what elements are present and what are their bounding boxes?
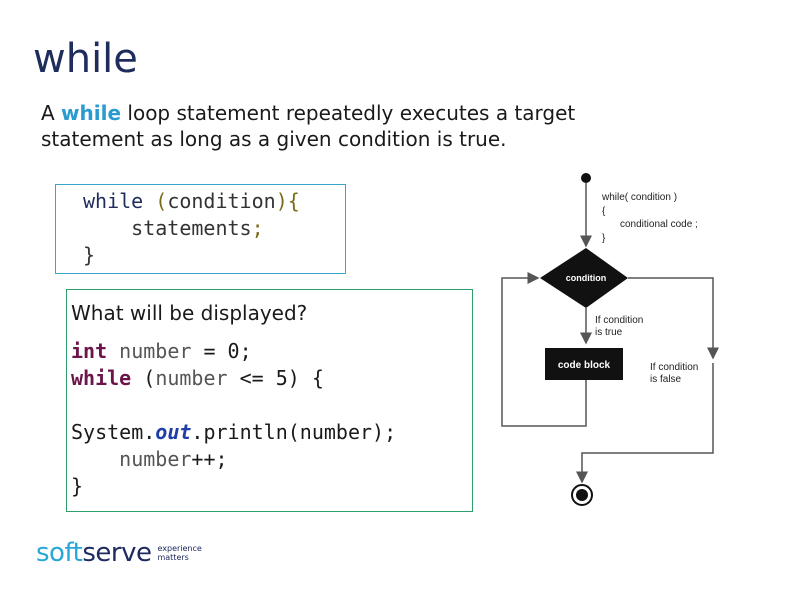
syntax-code-box: while (condition){ statements; } bbox=[55, 184, 346, 274]
code-close-brace: } bbox=[71, 474, 84, 498]
diagram-code-line2: { bbox=[602, 206, 606, 217]
intro-text: A while loop statement repeatedly execut… bbox=[41, 100, 661, 152]
syntax-condition: condition bbox=[167, 189, 276, 213]
syntax-open-paren: ( bbox=[155, 189, 168, 213]
syntax-close-brace: } bbox=[83, 243, 96, 267]
slide-title: while bbox=[33, 36, 138, 82]
code-increment-op: ++; bbox=[191, 447, 228, 471]
true-label-line1: If condition bbox=[595, 315, 643, 326]
question-text: What will be displayed? bbox=[71, 301, 308, 325]
intro-keyword: while bbox=[61, 101, 122, 125]
question-box: What will be displayed? int number = 0; … bbox=[66, 289, 473, 512]
code-while-keyword: while bbox=[71, 366, 132, 390]
exit-arrow bbox=[576, 363, 714, 484]
syntax-close-paren: ){ bbox=[275, 189, 300, 213]
syntax-while-keyword: while bbox=[83, 189, 144, 213]
diagram-code-line3: conditional code ; bbox=[620, 219, 698, 230]
logo-tagline: experience matters bbox=[157, 544, 201, 562]
condition-diamond bbox=[540, 248, 628, 308]
question-code: int number = 0; while (number <= 5) { Sy… bbox=[71, 338, 472, 500]
logo-tagline-line2: matters bbox=[157, 553, 189, 562]
code-block-label: code block bbox=[558, 360, 611, 371]
logo-serve-text: serve bbox=[82, 538, 152, 568]
code-system: System. bbox=[71, 420, 156, 444]
true-label-line2: is true bbox=[595, 327, 623, 338]
code-var-number: number bbox=[119, 339, 192, 363]
syntax-semicolon: ; bbox=[251, 216, 264, 240]
logo-tagline-line1: experience bbox=[157, 544, 202, 553]
code-while-open: ( bbox=[131, 366, 156, 390]
code-block-node bbox=[545, 348, 623, 380]
code-while-var: number bbox=[155, 366, 228, 390]
while-flowchart: while( condition ) { conditional code ; … bbox=[501, 173, 719, 506]
start-node bbox=[581, 173, 591, 183]
end-node-dot bbox=[576, 489, 588, 501]
code-int-keyword: int bbox=[71, 339, 108, 363]
loop-back-arrow bbox=[501, 272, 587, 427]
diagram-code-line1: while( condition ) bbox=[601, 192, 677, 203]
syntax-statements: statements bbox=[131, 216, 252, 240]
code-out: out bbox=[155, 420, 192, 444]
code-while-rest: <= 5) { bbox=[227, 366, 324, 390]
false-arrow bbox=[628, 277, 719, 360]
end-node-ring bbox=[571, 484, 593, 506]
diagram-code-line4: } bbox=[602, 233, 606, 244]
code-increment-var: number bbox=[119, 447, 192, 471]
false-label-line2: is false bbox=[650, 374, 682, 385]
logo-soft-text: soft bbox=[36, 538, 83, 568]
intro-suffix: loop statement repeatedly executes a tar… bbox=[41, 101, 576, 151]
code-println: .println(number); bbox=[191, 420, 397, 444]
code-assign: = 0; bbox=[191, 339, 252, 363]
false-label-line1: If condition bbox=[650, 362, 698, 373]
condition-label: condition bbox=[566, 273, 607, 283]
intro-prefix: A bbox=[41, 101, 62, 125]
